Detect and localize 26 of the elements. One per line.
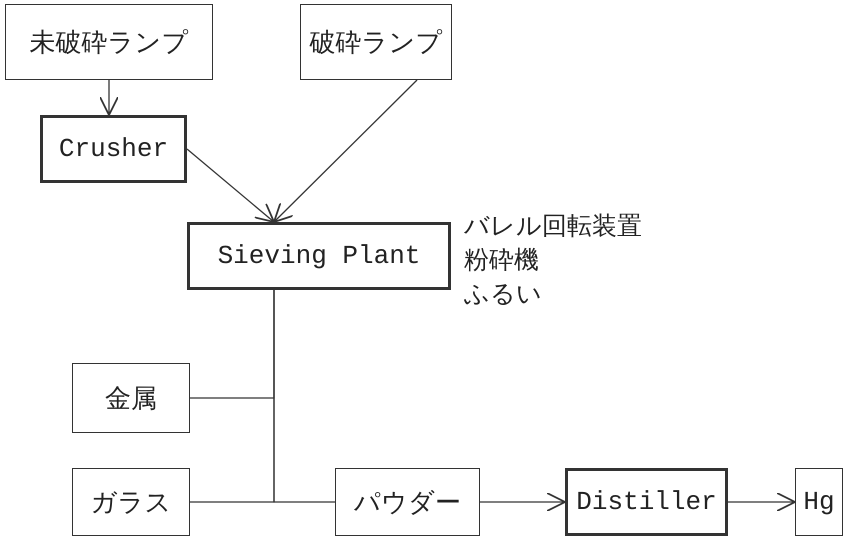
- step-label: Hg: [803, 487, 835, 517]
- step-label: パウダー: [354, 488, 461, 520]
- equipment-label: 粉砕機: [464, 246, 539, 278]
- step-label: Sieving Plant: [218, 241, 420, 271]
- arrow: [728, 492, 796, 512]
- process-box: [40, 115, 187, 183]
- process-box: [5, 4, 213, 80]
- process-box: [72, 468, 190, 536]
- step-label: Distiller: [576, 487, 717, 517]
- connector-line: [273, 290, 335, 503]
- process-box: [72, 363, 190, 433]
- step-label: 未破砕ランプ: [30, 28, 188, 60]
- arrow: [186, 148, 275, 223]
- process-box: [795, 468, 843, 536]
- step-label: 破砕ランプ: [310, 28, 442, 60]
- step-label: ガラス: [90, 488, 172, 520]
- equipment-label: ふるい: [464, 280, 542, 312]
- step-label: Crusher: [58, 134, 168, 164]
- process-box: [300, 4, 452, 80]
- process-box: [335, 468, 480, 536]
- step-label: 金属: [105, 384, 157, 416]
- arrow: [480, 492, 566, 512]
- arrow: [273, 80, 418, 223]
- arrow: [99, 80, 119, 116]
- process-box: [565, 468, 728, 536]
- equipment-label: バレル回転装置: [464, 212, 642, 244]
